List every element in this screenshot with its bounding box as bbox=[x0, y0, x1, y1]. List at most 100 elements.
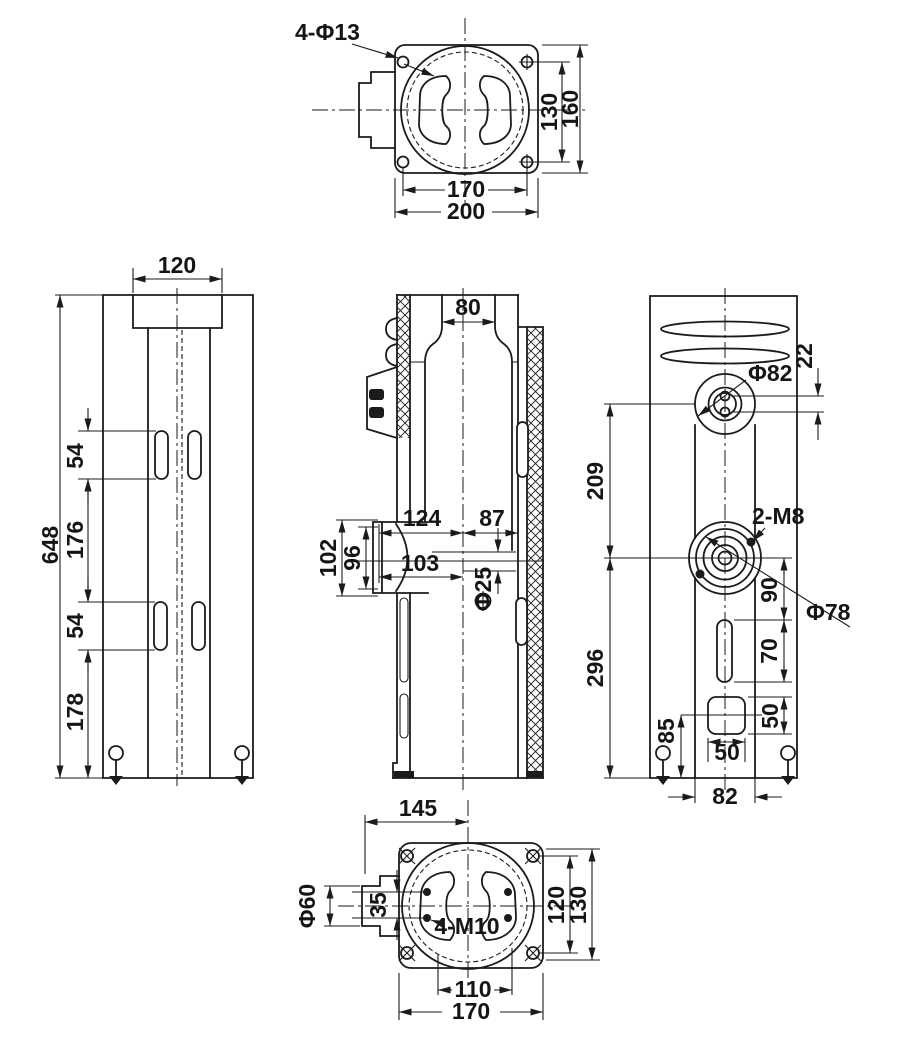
m10-hole bbox=[504, 888, 512, 896]
top-flange-outline bbox=[394, 44, 539, 174]
dim-label-50-horizontal: 50 bbox=[714, 739, 740, 765]
bracket-slot bbox=[369, 407, 384, 418]
phi82-boss-mid bbox=[707, 386, 743, 422]
dim-label-85: 85 bbox=[653, 718, 679, 744]
left-foot-hole bbox=[234, 745, 250, 761]
dim-label-82: 82 bbox=[712, 783, 738, 809]
phi82-small-hole bbox=[719, 390, 731, 402]
bottom-left-kidney-cutout bbox=[419, 871, 456, 941]
dim-label-2-m8: 2-M8 bbox=[752, 503, 805, 529]
dim-label-130: 130 bbox=[536, 93, 562, 131]
dim-label-50-vertical: 50 bbox=[757, 703, 783, 729]
bottom-side-boss bbox=[361, 875, 400, 937]
foot-blob bbox=[526, 771, 543, 778]
dim-label-170: 170 bbox=[447, 176, 485, 202]
m10-hole bbox=[504, 914, 512, 922]
top-view: 4-Φ13 130 160 170 200 bbox=[295, 18, 588, 224]
left-slot bbox=[191, 601, 206, 651]
dim-label-22: 22 bbox=[791, 343, 817, 369]
dim-label-110: 110 bbox=[454, 976, 491, 1002]
m10-hole bbox=[423, 914, 431, 922]
dim-label-70: 70 bbox=[756, 638, 782, 664]
left-body-outline bbox=[102, 294, 254, 779]
left-wall-channel bbox=[399, 693, 409, 739]
leader-4-phi13-2 bbox=[403, 63, 435, 77]
front-section-view: 80 124 87 103 102 96 Φ25 bbox=[315, 288, 544, 792]
section-right-wall bbox=[517, 294, 544, 779]
right-foot-hole bbox=[655, 745, 671, 761]
bottom-right-kidney-cutout bbox=[480, 871, 517, 941]
leader-phi82 bbox=[697, 379, 747, 417]
neck-profile-right bbox=[494, 294, 513, 551]
dim-label-phi78: Φ78 bbox=[806, 599, 851, 625]
dim-label-4-phi13: 4-Φ13 bbox=[295, 19, 360, 45]
bottom-right-extension-lines bbox=[539, 848, 600, 961]
front-boss-silhouette bbox=[694, 424, 756, 779]
top-bolt-hole bbox=[396, 55, 410, 69]
dim-label-54-upper: 54 bbox=[62, 443, 88, 469]
mid-boss bbox=[372, 521, 429, 594]
dim-label-54-lower: 54 bbox=[62, 613, 88, 639]
dim-label-178: 178 bbox=[62, 693, 88, 732]
top-bottom-extension-lines bbox=[394, 168, 539, 218]
left-edge-scallops bbox=[385, 316, 399, 368]
phi25-hole-edges bbox=[432, 551, 516, 572]
top-bolt-hole bbox=[396, 155, 410, 169]
dim-label-103: 103 bbox=[401, 550, 439, 576]
bottom-bolt-hole bbox=[400, 849, 414, 863]
section-left-outer-wall bbox=[392, 294, 398, 779]
right-wall-slot bbox=[515, 597, 528, 646]
top-left-kidney-cutout bbox=[418, 75, 452, 145]
foot-blob bbox=[394, 771, 414, 778]
left-foot-mark bbox=[235, 776, 249, 785]
dim-label-170: 170 bbox=[452, 998, 490, 1024]
wall-hatch bbox=[527, 327, 543, 778]
d209-extension-lines bbox=[604, 403, 695, 779]
left-slot bbox=[153, 601, 168, 651]
bottom-lower-extension-lines bbox=[398, 948, 544, 1020]
dim-label-80: 80 bbox=[455, 294, 481, 320]
top-right-extension-lines bbox=[535, 44, 588, 174]
dim-label-200: 200 bbox=[447, 198, 485, 224]
top-right-kidney-cutout bbox=[478, 75, 512, 145]
wall-hatch bbox=[397, 295, 410, 438]
dim-label-35: 35 bbox=[365, 892, 391, 918]
left-foot-hole bbox=[108, 745, 124, 761]
leader-4-m10 bbox=[430, 919, 444, 928]
phi82-small-hole bbox=[719, 406, 731, 418]
leader-4-phi13 bbox=[351, 43, 399, 59]
dim-label-96: 96 bbox=[339, 545, 365, 571]
side-slot bbox=[716, 619, 733, 683]
dim-label-176: 176 bbox=[62, 521, 88, 559]
dim-label-124: 124 bbox=[403, 505, 442, 531]
right-view: Φ82 22 2-M8 Φ78 90 70 50 50 85 bbox=[582, 288, 851, 809]
dim-label-209: 209 bbox=[582, 462, 608, 500]
boss-extension-lines bbox=[336, 519, 378, 597]
mounting-bracket bbox=[366, 365, 399, 440]
d35-extension-lines bbox=[352, 891, 424, 919]
right-body-outline bbox=[649, 295, 798, 779]
left-view: 120 648 54 176 54 178 bbox=[37, 252, 254, 786]
dim-label-145: 145 bbox=[399, 795, 438, 821]
slot-extension-lines bbox=[78, 430, 156, 651]
leader-phi78 bbox=[705, 536, 851, 628]
dim-label-648: 648 bbox=[37, 526, 63, 565]
dim-label-phi82: Φ82 bbox=[748, 360, 792, 386]
dim-label-90: 90 bbox=[756, 577, 782, 603]
bottom-bolt-hole bbox=[400, 946, 414, 960]
right-foot-mark bbox=[781, 776, 795, 785]
bolt-hole-cross-marks bbox=[398, 847, 542, 962]
dim-label-120: 120 bbox=[543, 886, 569, 924]
dim-label-120: 120 bbox=[158, 252, 196, 278]
right-foot-mark bbox=[656, 776, 670, 785]
dim-label-296: 296 bbox=[582, 649, 608, 687]
right-foot-hole bbox=[780, 745, 796, 761]
bottom-view: 145 Φ60 35 4-M10 120 130 110 170 bbox=[294, 795, 600, 1024]
left-foot-mark bbox=[109, 776, 123, 785]
bracket-slot bbox=[369, 389, 384, 400]
dim-label-4-m10: 4-M10 bbox=[434, 913, 499, 939]
neck-profile-left bbox=[424, 294, 443, 523]
dim-label-phi60: Φ60 bbox=[294, 884, 320, 928]
